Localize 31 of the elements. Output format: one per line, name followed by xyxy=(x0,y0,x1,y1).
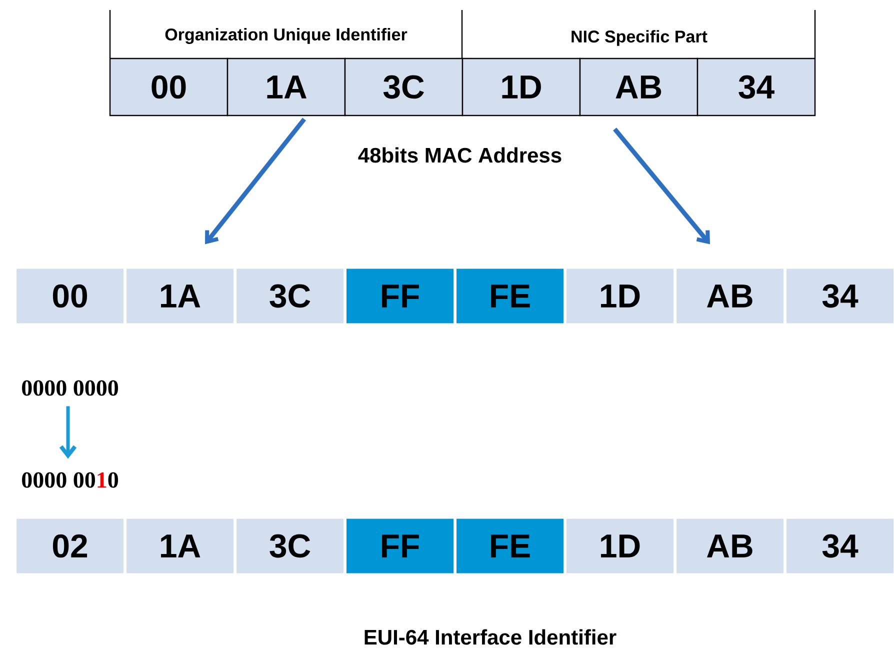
byte-cell: AB xyxy=(579,58,698,116)
byte-cell: 34 xyxy=(785,517,894,575)
column-header: NIC Specific Part xyxy=(572,30,708,46)
byte-cell: 1A xyxy=(125,267,235,325)
binary-value: 0000 0000 xyxy=(22,380,118,396)
byte-cell: 02 xyxy=(15,517,125,575)
byte-cell: 3C xyxy=(235,517,345,575)
arrow xyxy=(205,118,306,244)
byte-cell: 1D xyxy=(565,267,675,325)
byte-cell: 00 xyxy=(109,58,228,116)
byte-cell: 3C xyxy=(344,58,464,116)
column-header: Organization Unique Identifier xyxy=(165,28,408,44)
byte-cell: 00 xyxy=(15,267,125,325)
arrow xyxy=(613,128,710,244)
inserted-byte-cell: FE xyxy=(455,517,565,575)
binary-value: 0000 0010 xyxy=(22,472,118,488)
byte-cell: AB xyxy=(675,517,785,575)
byte-cell: 3C xyxy=(235,267,345,325)
byte-cell: 1A xyxy=(226,58,346,116)
inserted-byte-cell: FF xyxy=(345,267,455,325)
byte-cell: 1A xyxy=(125,517,235,575)
byte-cell: 34 xyxy=(696,58,816,116)
arrow xyxy=(59,406,77,459)
inserted-byte-cell: FE xyxy=(455,267,565,325)
inserted-byte-cell: FF xyxy=(345,517,455,575)
byte-cell: 1D xyxy=(565,517,675,575)
byte-cell: 34 xyxy=(785,267,894,325)
caption-text: 48bits MAC Address xyxy=(358,147,562,163)
byte-cell: 1D xyxy=(462,58,581,116)
caption-text: EUI-64 Interface Identifier xyxy=(364,629,616,645)
byte-cell: AB xyxy=(675,267,785,325)
